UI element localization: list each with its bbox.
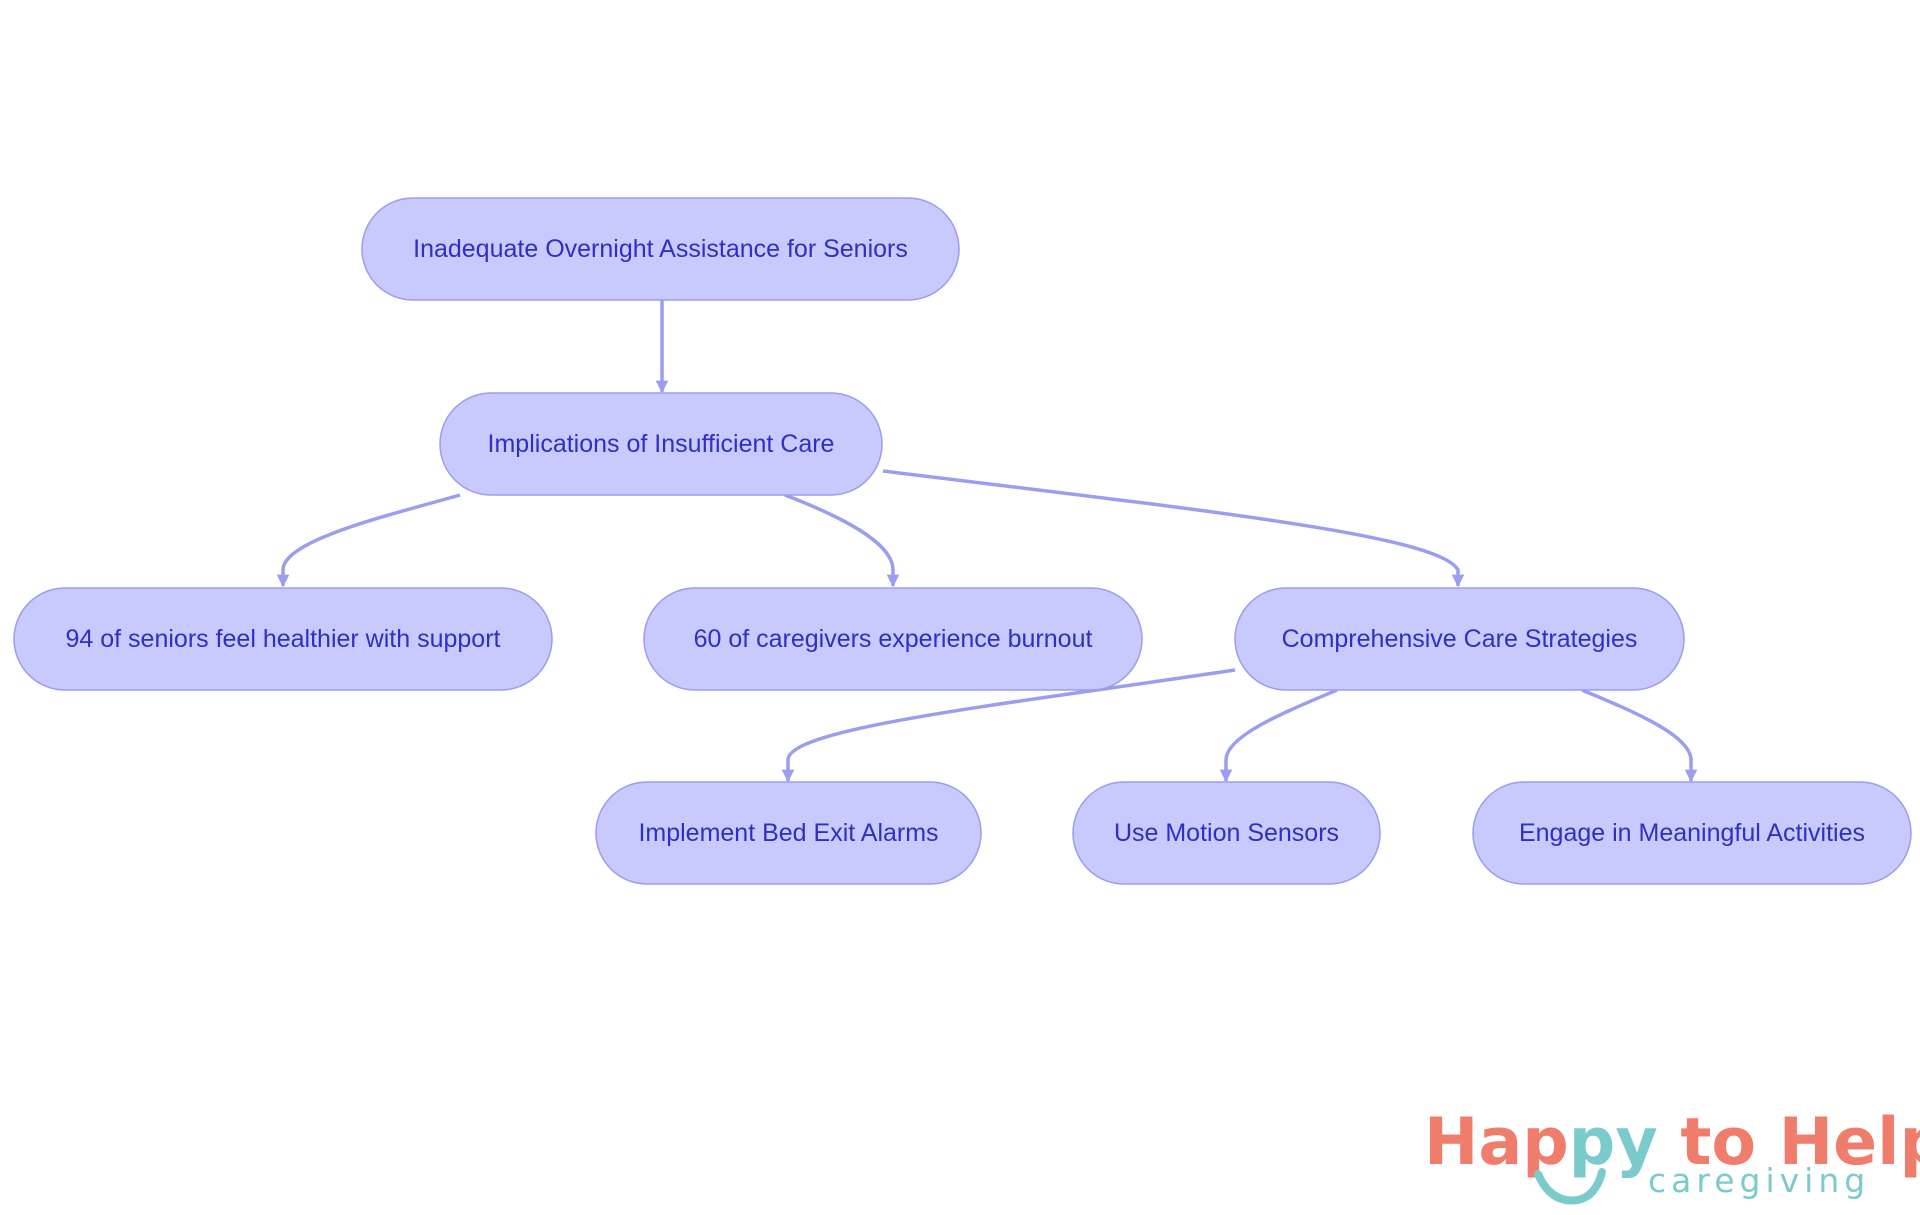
edge-implications-to-caregiver-burnout (784, 493, 900, 588)
node-bed-exit-alarms[interactable]: Implement Bed Exit Alarms (595, 781, 982, 885)
node-strategies-label: Comprehensive Care Strategies (1282, 625, 1638, 653)
node-motion-sensors[interactable]: Use Motion Sensors (1072, 781, 1381, 885)
happy-to-help-logo: Happy to Help caregiving (1424, 1105, 1920, 1205)
edge-strategies-to-motion-sensors (1219, 688, 1338, 783)
edge-implications-to-seniors-healthier (276, 493, 461, 588)
edges-layer (276, 300, 1698, 783)
logo-wordmark: Happy to Help (1424, 1105, 1920, 1180)
node-caregiver-burnout[interactable]: 60 of caregivers experience burnout (643, 587, 1143, 691)
logo-tagline: caregiving (1648, 1161, 1870, 1200)
node-bed-exit-alarms-label: Implement Bed Exit Alarms (638, 819, 938, 847)
nodes-layer: Inadequate Overnight Assistance for Seni… (13, 197, 1912, 885)
node-root-label: Inadequate Overnight Assistance for Seni… (413, 235, 908, 263)
node-strategies[interactable]: Comprehensive Care Strategies (1234, 587, 1685, 691)
smile-icon (1534, 1168, 1606, 1205)
node-seniors-healthier[interactable]: 94 of seniors feel healthier with suppor… (13, 587, 553, 691)
node-meaningful-activities-label: Engage in Meaningful Activities (1519, 819, 1865, 847)
node-implications[interactable]: Implications of Insufficient Care (439, 392, 883, 496)
node-root[interactable]: Inadequate Overnight Assistance for Seni… (361, 197, 960, 301)
node-caregiver-burnout-label: 60 of caregivers experience burnout (694, 625, 1093, 653)
node-meaningful-activities[interactable]: Engage in Meaningful Activities (1472, 781, 1912, 885)
node-motion-sensors-label: Use Motion Sensors (1114, 819, 1339, 847)
edge-strategies-to-meaningful-activities (1581, 688, 1698, 783)
node-seniors-healthier-label: 94 of seniors feel healthier with suppor… (66, 625, 501, 653)
node-implications-label: Implications of Insufficient Care (488, 430, 835, 458)
edge-implications-to-strategies (882, 469, 1465, 588)
edge-strategies-to-bed-exit-alarms (781, 668, 1236, 783)
